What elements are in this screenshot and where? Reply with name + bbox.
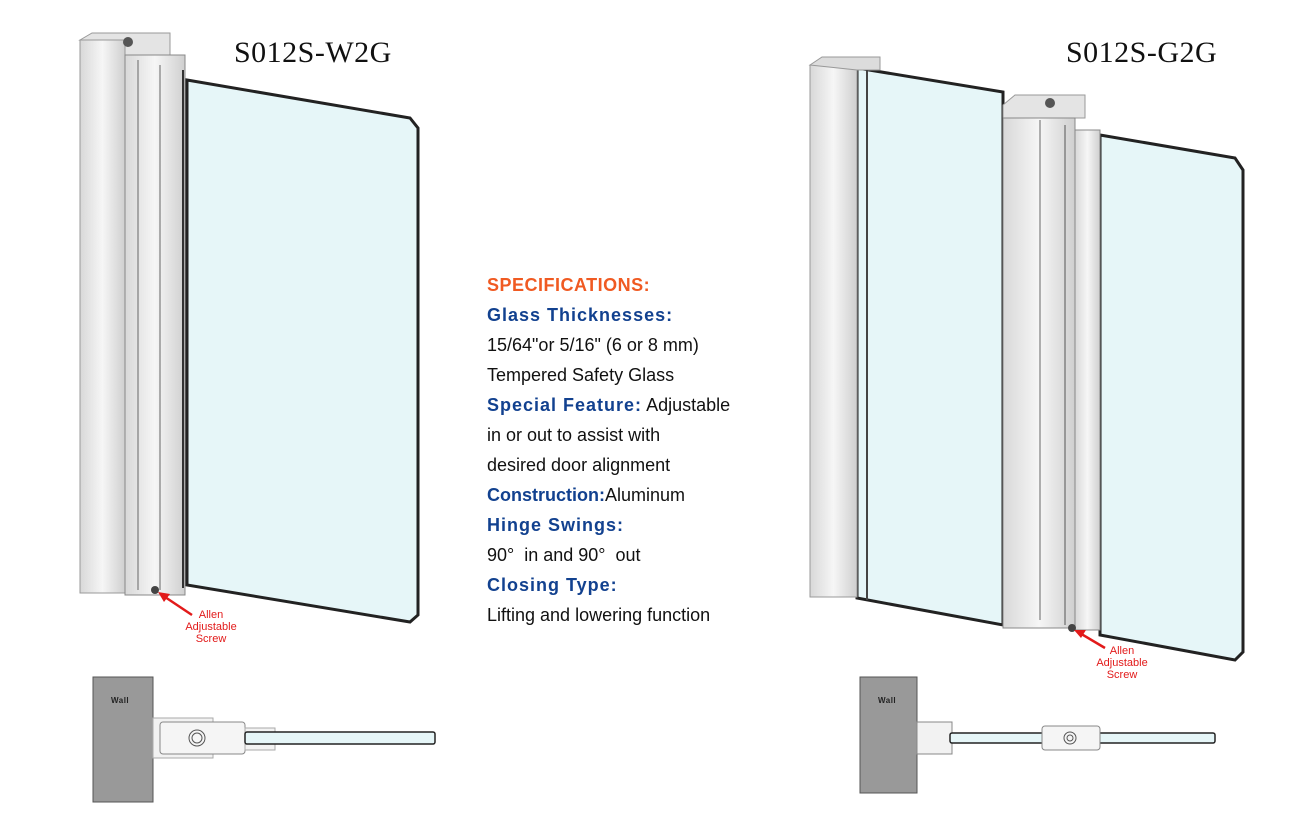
top-screw-icon	[123, 37, 133, 47]
g2g-hinge-drawing	[808, 56, 1245, 794]
callout-line: Screw	[195, 633, 227, 645]
wall-profile	[809, 64, 858, 598]
wall-label: Wall	[111, 696, 130, 705]
callout-arrowhead	[158, 592, 170, 602]
glass-panel-fixed	[855, 66, 1005, 627]
feature-line-2: in or out to assist with	[487, 425, 661, 445]
construction-label: Construction:	[487, 485, 605, 505]
callout-arrow	[161, 593, 193, 617]
allen-screw-icon	[151, 586, 159, 594]
glass-line-2: Tempered Safety Glass	[487, 365, 675, 385]
callout-line: Adjustable	[1096, 657, 1148, 669]
construction-value: Aluminum	[604, 485, 686, 505]
screw-top-view-inner	[1066, 734, 1074, 742]
callout-line: Allen	[1109, 645, 1135, 657]
swing-value: 90° in and 90° out	[487, 545, 641, 565]
glass-clamp-profile	[1074, 129, 1101, 631]
wall-block	[92, 676, 154, 803]
specifications: SPECIFICATIONS: Glass Thicknesses: 15/64…	[487, 270, 730, 630]
wall-block	[859, 676, 918, 794]
model-title-w2g: S012S-W2G	[234, 36, 392, 69]
callout-w2g: Allen Adjustable Screw	[166, 609, 256, 645]
feature-line-3: desired door alignment	[487, 455, 671, 475]
feature-line-1: Adjustable	[642, 395, 731, 415]
screw-top-view-inner	[191, 732, 203, 744]
closing-label: Closing Type:	[487, 575, 618, 595]
hinge-profile	[1002, 117, 1076, 629]
glass-panel	[185, 78, 420, 624]
wall-clamp-top-view	[916, 721, 953, 755]
feature-row: Special Feature: Adjustable	[487, 390, 730, 420]
closing-value: Lifting and lowering function	[487, 605, 711, 625]
screw-top-view-icon	[188, 729, 206, 747]
swing-label: Hinge Swings:	[487, 515, 625, 535]
w2g-hinge-drawing	[78, 32, 436, 803]
callout-line: Adjustable	[185, 621, 237, 633]
construction-row: Construction:Aluminum	[487, 480, 730, 510]
callout-line: Screw	[1106, 669, 1138, 681]
top-cap	[808, 56, 881, 71]
screw-top-view-icon	[1063, 731, 1077, 745]
callout-arrowhead	[1074, 630, 1086, 638]
hinge-profile	[124, 54, 186, 596]
callout-line: Allen	[198, 609, 224, 621]
wall-profile	[79, 39, 126, 594]
feature-label: Special Feature:	[487, 395, 643, 415]
glass-line-1: 15/64"or 5/16" (6 or 8 mm)	[487, 335, 699, 355]
hinge-top-cap	[1002, 94, 1086, 119]
specs-heading: SPECIFICATIONS:	[487, 275, 651, 295]
hinge-body-top-view	[1041, 725, 1101, 751]
glass-panel-door	[1098, 133, 1245, 662]
glass-label: Glass Thicknesses:	[487, 305, 674, 325]
wall-label: Wall	[878, 696, 897, 705]
glass-top-view	[244, 731, 436, 745]
top-screw-icon	[1045, 98, 1055, 108]
model-title-g2g: S012S-G2G	[1066, 36, 1218, 69]
callout-g2g: Allen Adjustable Screw	[1077, 645, 1167, 681]
